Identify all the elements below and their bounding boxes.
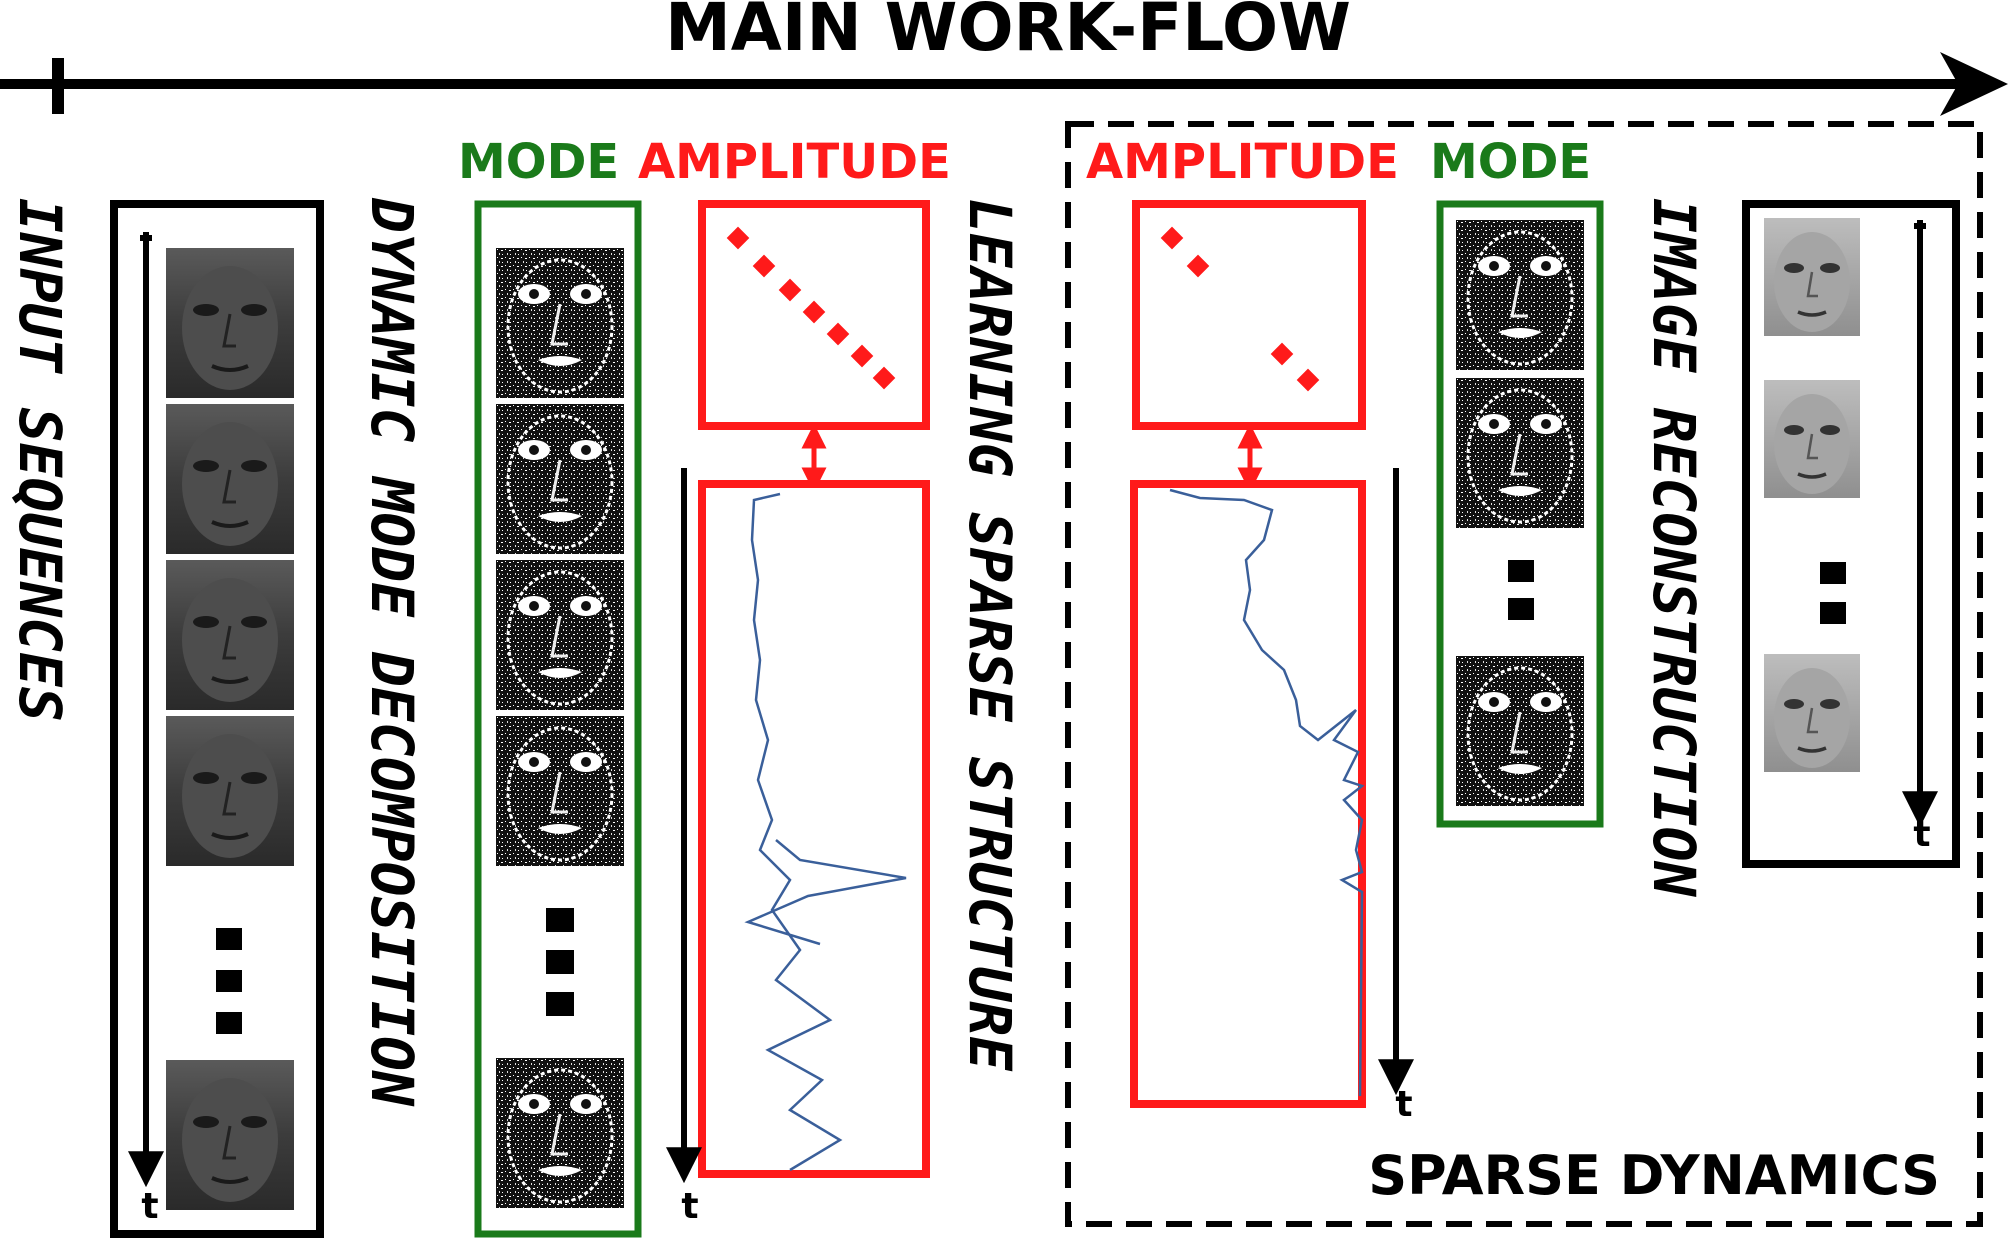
input-sequences-box xyxy=(110,200,324,1238)
mode-column-left xyxy=(474,200,642,1238)
sparse-dynamics-region xyxy=(1065,121,1983,1227)
amplitude-plot-right xyxy=(1130,480,1366,1108)
mode-face-1 xyxy=(494,246,626,400)
mode-ellipsis-right xyxy=(1508,560,1534,620)
recon-face-1 xyxy=(1762,216,1862,338)
mode-face-last xyxy=(494,1056,626,1210)
mode-face-2 xyxy=(494,402,626,556)
learning-sparse-label: LEARNING SPARSE STRUCTURE xyxy=(956,198,1024,1072)
plot-right-time-label: t xyxy=(1395,1084,1412,1125)
amplitude-header-left: AMPLITUDE xyxy=(638,134,951,190)
plot-left-time-label: t xyxy=(681,1186,698,1227)
recon-face-last xyxy=(1762,652,1862,774)
amplitude-curve-left xyxy=(750,492,843,1172)
input-face-3 xyxy=(164,558,296,712)
input-time-label: t xyxy=(141,1186,158,1227)
mode-header-left: MODE xyxy=(458,134,619,190)
dmd-label: DYNAMIC MODE DECOMPOSITION xyxy=(358,197,426,1107)
recon-ellipsis xyxy=(1820,562,1846,624)
input-sequences-label: INPUT SEQUENCES xyxy=(6,198,74,722)
main-title: MAIN WORK-FLOW xyxy=(665,0,1351,66)
mode-right-face-last xyxy=(1454,654,1586,808)
mode-right-face-2 xyxy=(1454,376,1586,530)
input-face-2 xyxy=(164,402,296,556)
amplitude-plot-left xyxy=(698,480,930,1178)
input-face-last xyxy=(164,1058,296,1212)
mode-face-4 xyxy=(494,714,626,868)
amplitude-diagonal-left xyxy=(726,226,896,390)
reconstruction-box xyxy=(1742,200,1960,868)
sparse-dynamics-label: SPARSE DYNAMICS xyxy=(1368,1144,1940,1207)
amplitude-curve-right xyxy=(1169,488,1365,1097)
recon-time-label: t xyxy=(1913,814,1930,855)
recon-face-2 xyxy=(1762,378,1862,500)
input-face-1 xyxy=(164,246,296,400)
mode-column-right xyxy=(1436,200,1604,828)
mode-ellipsis-left xyxy=(546,908,574,1016)
reconstruction-label: IMAGE RECONSTRUCTION xyxy=(1640,198,1708,897)
amplitude-header-right: AMPLITUDE xyxy=(1086,134,1399,190)
amplitude-diagonal-right xyxy=(1160,226,1320,392)
mode-face-3 xyxy=(494,558,626,712)
amplitude-curve-left-peak xyxy=(744,839,907,946)
input-ellipsis xyxy=(216,928,242,1034)
main-workflow-arrow xyxy=(0,52,2008,116)
mode-header-right: MODE xyxy=(1430,134,1591,190)
input-face-4 xyxy=(164,714,296,868)
mode-right-face-1 xyxy=(1454,218,1586,372)
